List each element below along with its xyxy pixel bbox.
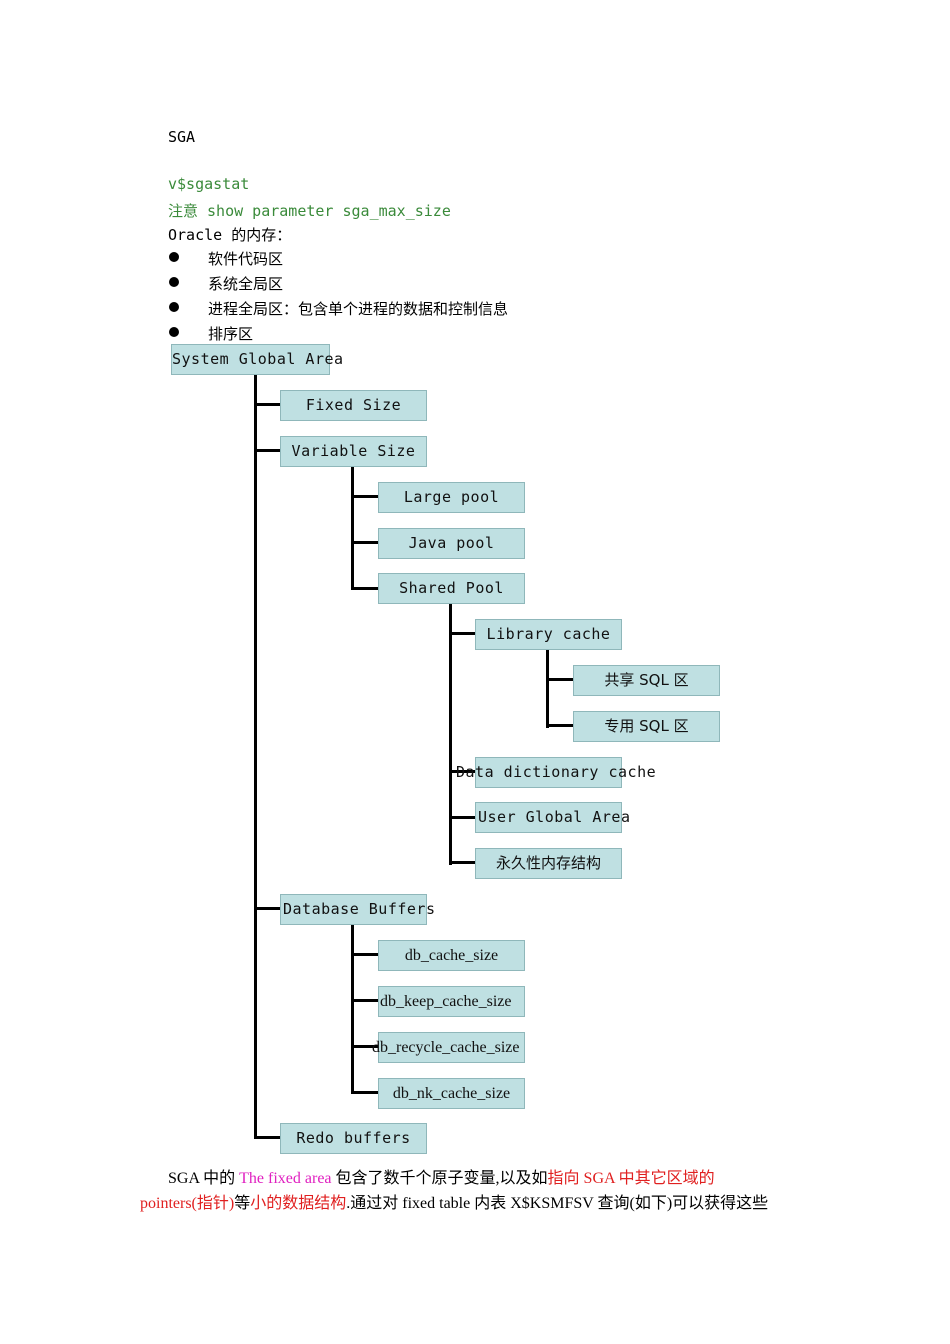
connector	[351, 953, 379, 956]
connector	[546, 678, 574, 681]
connector-shared-pool	[449, 604, 452, 865]
highlight-fixed-area: The fixed area	[239, 1170, 332, 1187]
node-shared-sql-area: 共享 SQL 区	[573, 665, 720, 696]
text-run: .通过对 fixed table 内表 X$KSMFSV 查询(如下)可以获得这…	[346, 1195, 769, 1212]
connector	[546, 724, 574, 727]
connector-root	[254, 375, 257, 1139]
node-shared-pool: Shared Pool	[378, 573, 525, 604]
bullet-item: 软件代码区	[208, 250, 284, 268]
connector	[351, 541, 379, 544]
connector	[351, 1045, 379, 1048]
node-db-cache-size: db_cache_size	[378, 940, 525, 971]
node-database-buffers: Database Buffers	[280, 894, 435, 925]
node-data-dictionary-cache: Data dictionary cache	[456, 757, 656, 788]
connector	[351, 495, 379, 498]
connector	[254, 403, 281, 406]
node-java-pool: Java pool	[378, 528, 525, 559]
code-line-sgastat: v$sgastat	[168, 175, 250, 193]
connector	[449, 632, 476, 635]
node-system-global-area: System Global Area	[171, 344, 343, 375]
node-permanent-memory-structure: 永久性内存结构	[475, 848, 622, 879]
highlight-small-data-structures: 小的数据结构	[250, 1195, 347, 1212]
bullet-item: 进程全局区：包含单个进程的数据和控制信息	[208, 300, 509, 318]
highlight-pointers: pointers(指针)	[140, 1195, 235, 1212]
node-user-global-area: User Global Area	[475, 802, 630, 833]
bullet-item: 系统全局区	[208, 275, 284, 293]
text-run: 包含了数千个原子变量,以及如	[331, 1170, 548, 1187]
connector	[254, 907, 281, 910]
node-db-keep-cache-size: db_keep_cache_size	[378, 986, 525, 1017]
connector	[449, 861, 476, 864]
bullet-dot-icon	[169, 327, 179, 337]
connector-variable-size	[351, 466, 354, 590]
connector	[351, 1091, 379, 1094]
node-db-nk-cache-size: db_nk_cache_size	[378, 1078, 525, 1109]
text-run: 等	[234, 1195, 251, 1212]
node-db-recycle-cache-size: db_recycle_cache_size	[372, 1032, 525, 1063]
node-variable-size: Variable Size	[280, 436, 427, 467]
node-redo-buffers: Redo buffers	[280, 1123, 427, 1154]
code-line-show-parameter: 注意 show parameter sga_max_size	[168, 202, 451, 220]
text-run: SGA 中的	[168, 1170, 240, 1187]
bullet-dot-icon	[169, 277, 179, 287]
connector	[254, 449, 281, 452]
node-library-cache: Library cache	[475, 619, 622, 650]
bullet-item: 排序区	[208, 325, 254, 343]
node-large-pool: Large pool	[378, 482, 525, 513]
connector	[254, 1136, 281, 1139]
bullet-dot-icon	[169, 302, 179, 312]
fixed-area-paragraph: SGA 中的 The fixed area 包含了数千个原子变量,以及如指向 S…	[140, 1166, 812, 1216]
connector	[351, 587, 379, 590]
bullet-dot-icon	[169, 252, 179, 262]
connector	[449, 770, 476, 773]
highlight-pointers-to-sga: 指向 SGA 中其它区域的	[547, 1170, 715, 1187]
node-private-sql-area: 专用 SQL 区	[573, 711, 720, 742]
connector	[449, 816, 476, 819]
page-heading: SGA	[168, 128, 196, 146]
node-fixed-size: Fixed Size	[280, 390, 427, 421]
connector-database-buffers	[351, 924, 354, 1094]
memory-intro: Oracle 的内存：	[168, 226, 292, 244]
connector	[351, 999, 379, 1002]
connector-library-cache	[546, 650, 549, 728]
